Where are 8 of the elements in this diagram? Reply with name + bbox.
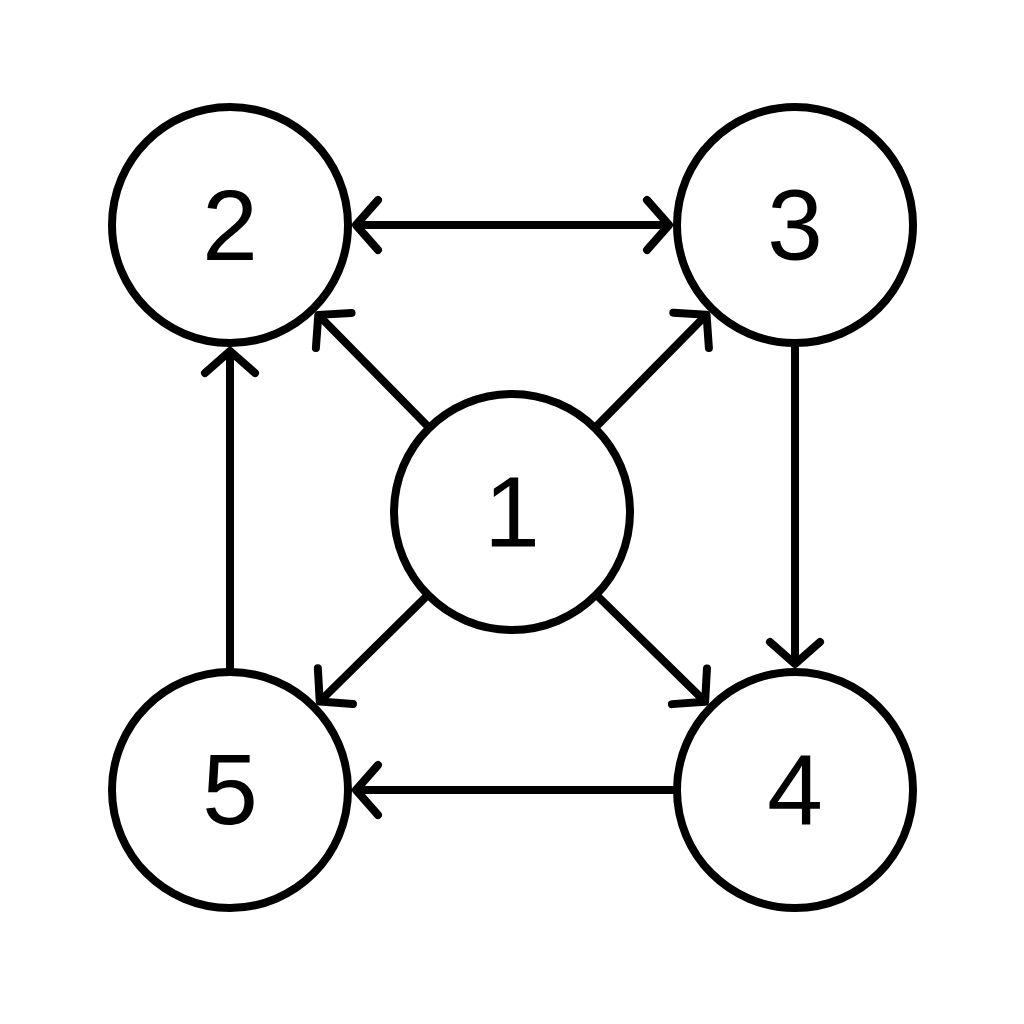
arrow (766, 343, 824, 668)
arrow (311, 309, 431, 429)
arrow (201, 347, 259, 672)
arrow (313, 593, 430, 708)
arrow (352, 196, 673, 254)
arrow (595, 593, 711, 709)
arrow (352, 761, 677, 819)
arrow (593, 308, 713, 430)
